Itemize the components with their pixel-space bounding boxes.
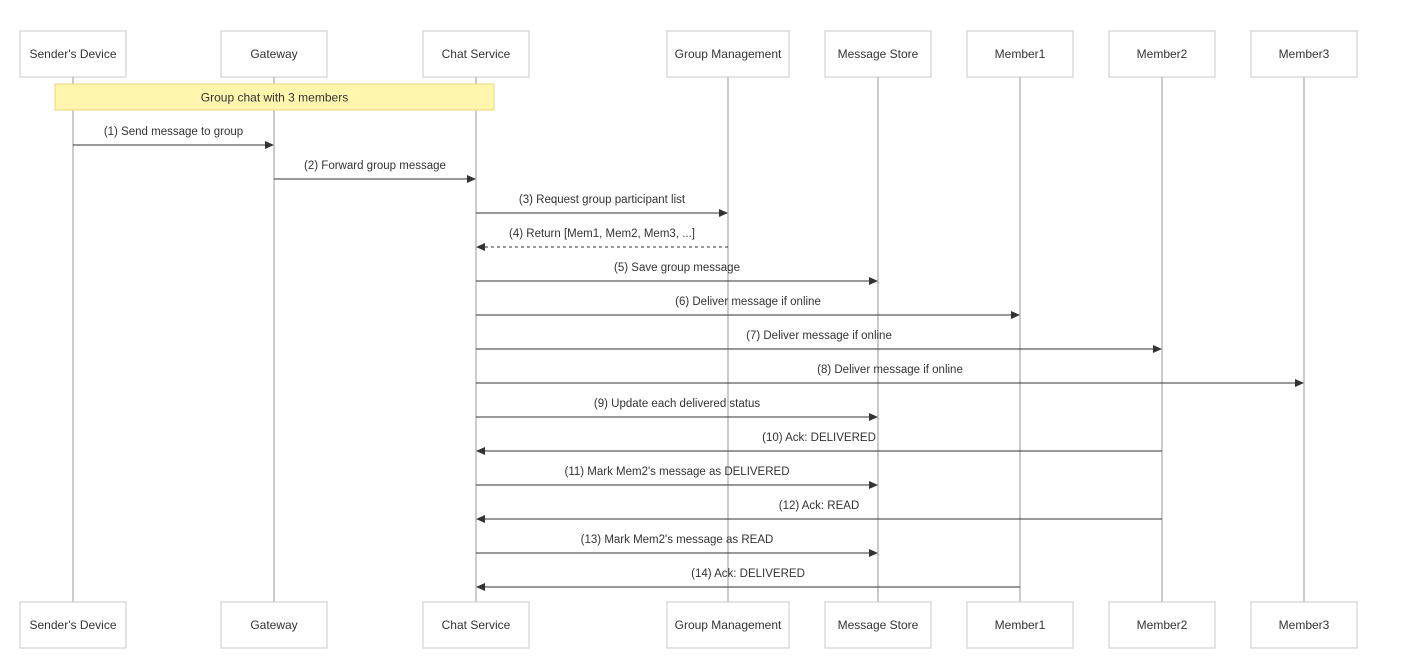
actor-gateway-top: Gateway (220, 30, 328, 78)
actor-label: Chat Service (442, 618, 511, 632)
message-11: (11) Mark Mem2's message as DELIVERED (476, 466, 878, 489)
actor-box (1250, 601, 1358, 649)
arrowhead-icon (467, 175, 476, 183)
message-label: (8) Deliver message if online (817, 364, 963, 376)
arrowhead-icon (1153, 345, 1162, 353)
actor-label: Member2 (1137, 618, 1188, 632)
arrowhead-icon (869, 413, 878, 421)
actor-label: Member3 (1279, 47, 1330, 61)
actor-label: Group Management (675, 618, 782, 632)
message-label: (2) Forward group message (304, 160, 446, 172)
actor-label: Chat Service (442, 47, 511, 61)
actor-label: Message Store (838, 618, 919, 632)
actor-label: Member2 (1137, 47, 1188, 61)
actor-label: Gateway (250, 618, 297, 632)
actor-label: Sender's Device (30, 618, 117, 632)
actor-chat-top: Chat Service (422, 30, 530, 78)
actor-store-top: Message Store (824, 30, 932, 78)
actor-label: Member1 (995, 47, 1046, 61)
message-label: (7) Deliver message if online (746, 330, 892, 342)
message-7: (7) Deliver message if online (476, 330, 1162, 353)
actor-box (966, 30, 1074, 78)
actor-m1-top: Member1 (966, 30, 1074, 78)
arrowhead-icon (869, 277, 878, 285)
actors-top: Sender's Device Gateway Chat Service Group … (19, 30, 1358, 78)
actor-box (220, 601, 328, 649)
actor-group-top: Group Management (666, 30, 790, 78)
actor-box (666, 30, 790, 78)
actor-chat-bottom: Chat Service (422, 601, 530, 649)
actor-gateway-bottom: Gateway (220, 601, 328, 649)
actor-box (966, 601, 1074, 649)
actor-m2-top: Member2 (1108, 30, 1216, 78)
message-label: (9) Update each delivered status (594, 398, 760, 410)
message-label: (11) Mark Mem2's message as DELIVERED (564, 466, 789, 478)
message-label: (5) Save group message (614, 262, 740, 274)
message-label: (1) Send message to group (104, 126, 243, 138)
actor-store-bottom: Message Store (824, 601, 932, 649)
note-label: Group chat with 3 members (201, 91, 348, 105)
actor-m3-top: Member3 (1250, 30, 1358, 78)
message-12: (12) Ack: READ (476, 500, 1162, 523)
arrowhead-icon (1011, 311, 1020, 319)
actor-label: Message Store (838, 47, 919, 61)
message-8: (8) Deliver message if online (476, 364, 1304, 387)
message-label: (14) Ack: DELIVERED (691, 568, 805, 580)
message-14: (14) Ack: DELIVERED (476, 568, 1020, 591)
arrowhead-icon (265, 141, 274, 149)
message-10: (10) Ack: DELIVERED (476, 432, 1162, 455)
arrowhead-icon (869, 481, 878, 489)
arrowhead-icon (476, 583, 485, 591)
note-box (54, 83, 495, 111)
actor-box (220, 30, 328, 78)
message-5: (5) Save group message (476, 262, 878, 285)
message-4: (4) Return [Mem1, Mem2, Mem3, ...] (476, 228, 728, 251)
actor-label: Member1 (995, 618, 1046, 632)
actor-box (422, 601, 530, 649)
actor-label: Member3 (1279, 618, 1330, 632)
actor-box (824, 601, 932, 649)
message-label: (6) Deliver message if online (675, 296, 821, 308)
arrowhead-icon (476, 243, 485, 251)
actor-box (1108, 601, 1216, 649)
actor-box (422, 30, 530, 78)
arrowhead-icon (1295, 379, 1304, 387)
actor-m2-bottom: Member2 (1108, 601, 1216, 649)
message-1: (1) Send message to group (73, 126, 274, 149)
actor-box (1108, 30, 1216, 78)
lifelines (72, 77, 1305, 602)
message-label: (10) Ack: DELIVERED (762, 432, 876, 444)
message-9: (9) Update each delivered status (476, 398, 878, 421)
actor-label: Gateway (250, 47, 297, 61)
actor-label: Sender's Device (30, 47, 117, 61)
actor-group-bottom: Group Management (666, 601, 790, 649)
actor-box (1250, 30, 1358, 78)
actor-sender-top: Sender's Device (19, 30, 127, 78)
message-13: (13) Mark Mem2's message as READ (476, 534, 878, 557)
actor-label: Group Management (675, 47, 782, 61)
arrowhead-icon (476, 447, 485, 455)
actor-box (666, 601, 790, 649)
message-label: (13) Mark Mem2's message as READ (581, 534, 774, 546)
message-3: (3) Request group participant list (476, 194, 728, 217)
message-label: (3) Request group participant list (519, 194, 686, 206)
actor-box (824, 30, 932, 78)
message-6: (6) Deliver message if online (476, 296, 1020, 319)
message-label: (4) Return [Mem1, Mem2, Mem3, ...] (509, 228, 695, 240)
actor-m1-bottom: Member1 (966, 601, 1074, 649)
actor-sender-bottom: Sender's Device (19, 601, 127, 649)
actor-box (19, 30, 127, 78)
arrowhead-icon (719, 209, 728, 217)
arrowhead-icon (869, 549, 878, 557)
note-layer: Group chat with 3 members (54, 83, 495, 111)
messages: (1) Send message to group (2) Forward gro… (73, 126, 1304, 591)
message-label: (12) Ack: READ (779, 500, 860, 512)
actor-box (19, 601, 127, 649)
actor-m3-bottom: Member3 (1250, 601, 1358, 649)
message-2: (2) Forward group message (274, 160, 476, 183)
actors-bottom: Sender's Device Gateway Chat Service Group … (19, 601, 1358, 649)
arrowhead-icon (476, 515, 485, 523)
